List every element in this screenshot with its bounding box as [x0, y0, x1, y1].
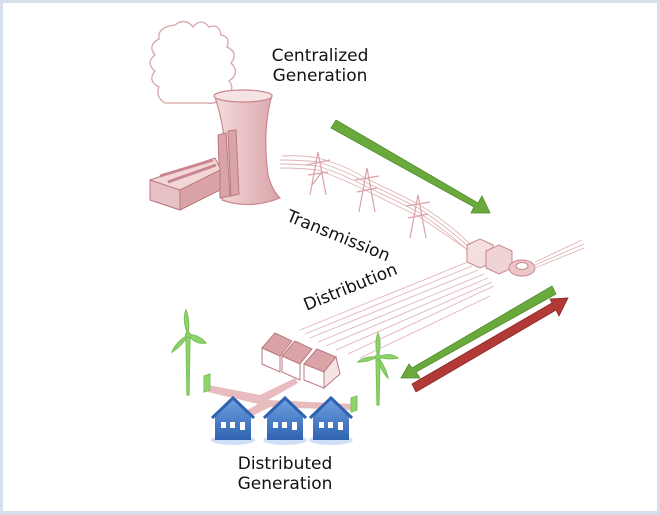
- house-icon: [262, 395, 308, 445]
- wind-turbine-icon: [356, 331, 400, 406]
- transmission-flow-arrow: [330, 119, 491, 214]
- house-icon: [308, 395, 354, 445]
- substation-icon: [466, 238, 536, 277]
- distributed-generation-line2: Generation: [237, 474, 333, 494]
- local-substation-icon: [261, 332, 341, 390]
- house-icon: [210, 395, 256, 445]
- steam-cloud-icon: [149, 20, 237, 104]
- centralized-generation-line2: Generation: [272, 66, 368, 86]
- transmission-lines: [279, 155, 476, 256]
- distribution-flow-out-arrow: [411, 297, 569, 393]
- distribution-lines: [299, 261, 495, 359]
- centralized-generation-label: Centralized Generation: [260, 46, 380, 86]
- distributed-generation-label: Distributed Generation: [222, 454, 348, 494]
- centralized-generation-line1: Centralized: [271, 46, 369, 66]
- wind-turbine-icon: [170, 308, 208, 396]
- distribution-flow-in-arrow: [400, 285, 557, 379]
- distributed-generation-line1: Distributed: [237, 454, 333, 474]
- solar-panel-icon: [203, 373, 358, 413]
- factory-building-icon: [149, 157, 221, 211]
- house-feeders: [208, 378, 352, 420]
- substation-feeders: [534, 239, 585, 269]
- transmission-tower-icon: [305, 151, 431, 239]
